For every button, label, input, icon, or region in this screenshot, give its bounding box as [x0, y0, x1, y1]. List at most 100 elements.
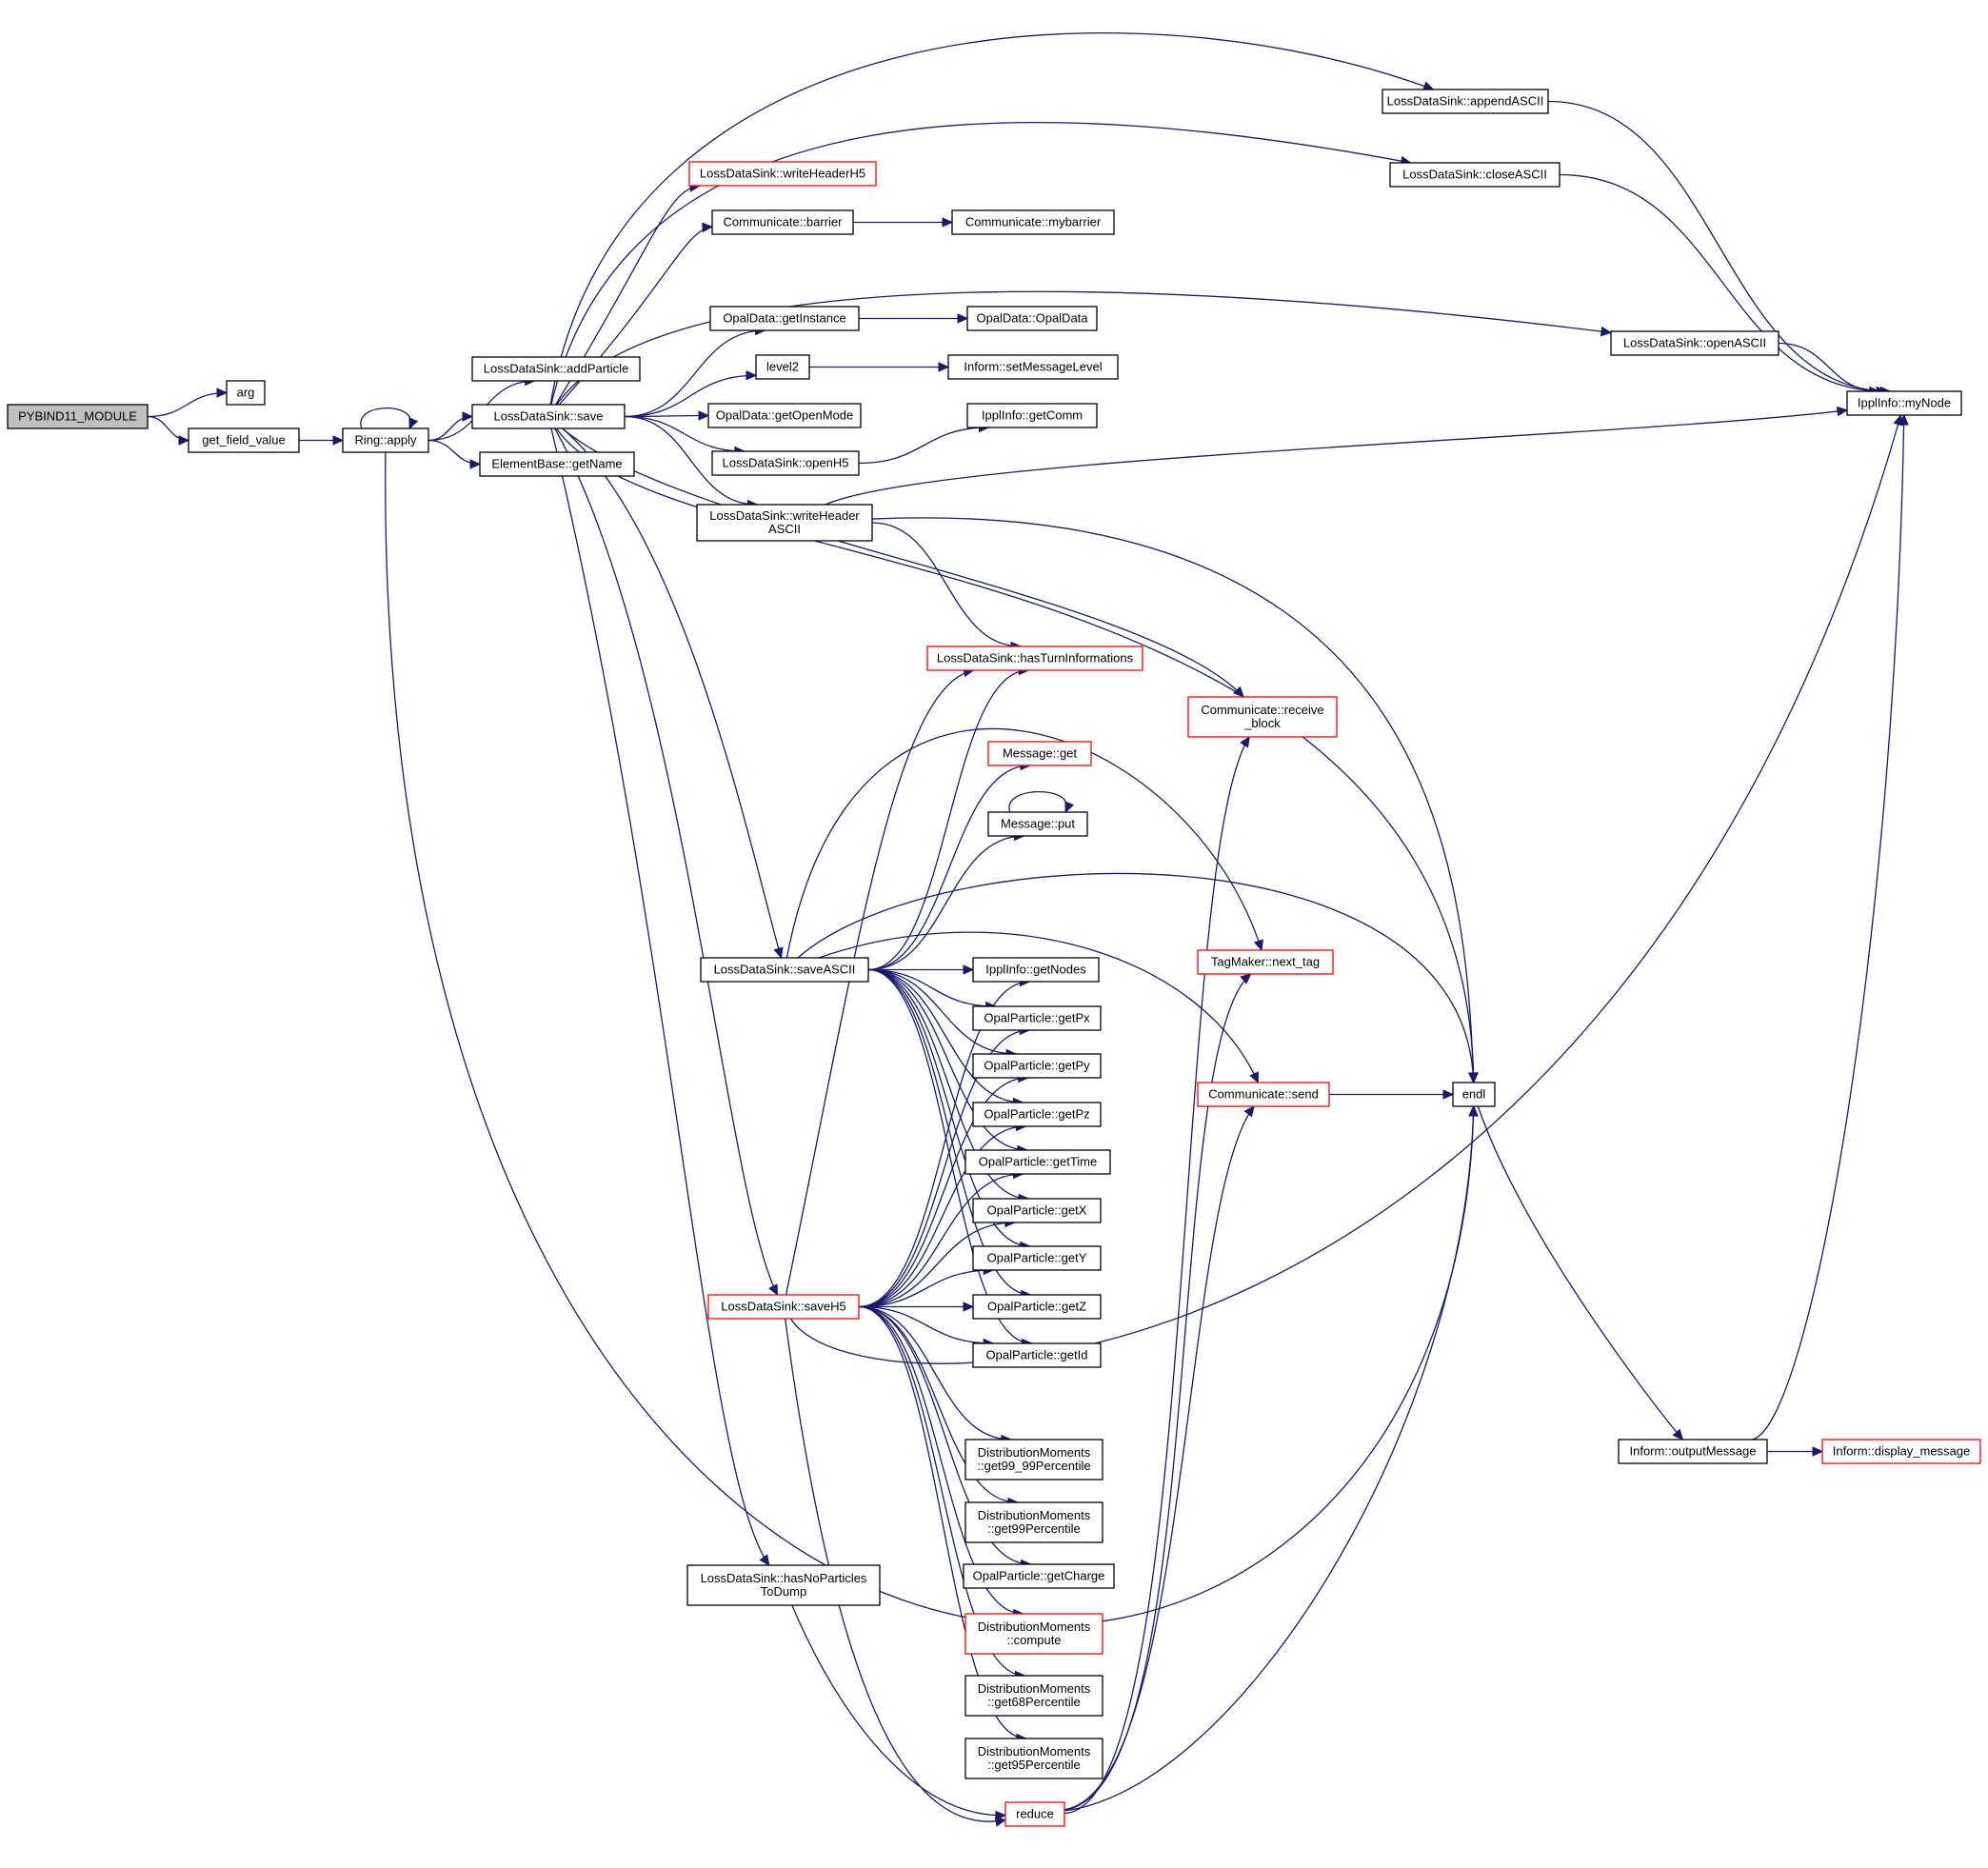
edge-lds_save-to-lds_saveascii	[562, 427, 783, 959]
node-box	[707, 1294, 860, 1320]
edge-lds_saveascii-to-opalparticle_getpz	[867, 968, 1024, 1103]
node-ring_apply[interactable]: Ring::apply	[342, 427, 429, 453]
node-label: DistributionMoments	[978, 1744, 1091, 1759]
node-inform_setmessagelevel[interactable]: Inform::setMessageLevel	[947, 354, 1119, 380]
node-opalparticle_getz[interactable]: OpalParticle::getZ	[972, 1294, 1102, 1320]
node-lds_save[interactable]: LossDataSink::save	[471, 404, 626, 429]
node-opalparticle_gety[interactable]: OpalParticle::getY	[972, 1245, 1102, 1271]
node-opaldata_getinstance[interactable]: OpalData::getInstance	[709, 306, 860, 331]
node-label: Inform::display_message	[1833, 1444, 1971, 1459]
node-communicate_mybarrier[interactable]: Communicate::mybarrier	[951, 209, 1115, 235]
node-label: Communicate::send	[1208, 1087, 1319, 1102]
node-dm_get68percentile[interactable]: DistributionMoments::get68Percentile	[964, 1675, 1103, 1717]
node-label: get_field_value	[202, 433, 285, 447]
edge-lds_appendascii-to-ipplinfo_mynode	[1547, 100, 1891, 392]
node-box	[972, 1053, 1102, 1079]
edge-endl-to-inform_outputmessage-arrowhead	[1672, 1428, 1684, 1441]
node-lds_closeascii[interactable]: LossDataSink::closeASCII	[1389, 162, 1561, 188]
node-get_field_value[interactable]: get_field_value	[188, 427, 300, 453]
node-tagmaker_next_tag[interactable]: TagMaker::next_tag	[1197, 949, 1334, 975]
node-endl[interactable]: endl	[1452, 1082, 1496, 1107]
edge-lds_saveascii-to-tagmaker_next_tag	[785, 727, 1262, 959]
edge-lds_saveh5-to-ipplinfo_mynode	[789, 414, 1902, 1364]
node-box	[972, 957, 1100, 983]
node-inform_display_message[interactable]: Inform::display_message	[1821, 1439, 1981, 1464]
node-opalparticle_getpz[interactable]: OpalParticle::getPz	[972, 1102, 1102, 1127]
edge-communicate_send-to-endl-arrowhead	[1442, 1089, 1455, 1100]
edge-lds_saveh5-to-opalparticle_getz-arrowhead	[963, 1302, 975, 1312]
node-box	[947, 354, 1119, 380]
node-reduce[interactable]: reduce	[1004, 1801, 1065, 1827]
node-label: LossDataSink::openASCII	[1623, 336, 1766, 350]
node-opalparticle_getx[interactable]: OpalParticle::getX	[972, 1198, 1102, 1223]
node-lds_saveascii[interactable]: LossDataSink::saveASCII	[700, 957, 869, 983]
node-communicate_receive_block[interactable]: Communicate::receive_block	[1187, 696, 1338, 738]
node-label: OpalParticle::getPy	[984, 1059, 1090, 1073]
node-elementbase_getname[interactable]: ElementBase::getName	[479, 451, 635, 477]
node-pybind11_module[interactable]: PYBIND11_MODULE	[7, 404, 149, 429]
node-label: DistributionMoments	[978, 1681, 1091, 1696]
node-message_get[interactable]: Message::get	[987, 741, 1092, 766]
edge-message_put-to-message_put-arrowhead	[1064, 801, 1075, 814]
node-label: LossDataSink::hasTurnInformations	[937, 651, 1134, 666]
node-box	[972, 1102, 1102, 1127]
node-box	[688, 161, 877, 187]
node-label: OpalParticle::getPx	[984, 1011, 1090, 1025]
edge-lds_saveascii-to-ipplinfo_getnodes-arrowhead	[963, 964, 975, 975]
node-opalparticle_gettime[interactable]: OpalParticle::getTime	[964, 1149, 1111, 1175]
node-communicate_send[interactable]: Communicate::send	[1197, 1082, 1330, 1107]
node-opaldata_opaldata[interactable]: OpalData::OpalData	[966, 306, 1098, 331]
edge-reduce-to-endl-arrowhead	[1468, 1104, 1479, 1117]
node-dm_get99percentile[interactable]: DistributionMoments::get99Percentile	[964, 1501, 1103, 1543]
edge-pybind11_module-to-get_field_value	[147, 415, 189, 442]
node-lds_saveh5[interactable]: LossDataSink::saveH5	[707, 1294, 860, 1320]
edge-lds_saveascii-to-lds_hasturninformations	[867, 669, 1029, 971]
node-lds_writeheaderh5[interactable]: LossDataSink::writeHeaderH5	[688, 161, 877, 187]
edge-lds_saveh5-to-dm_get99_99percentile	[858, 1305, 1011, 1441]
node-ipplinfo_getcomm[interactable]: IpplInfo::getComm	[966, 403, 1098, 428]
node-dm_compute[interactable]: DistributionMoments::compute	[964, 1613, 1103, 1655]
node-label: Message::get	[1003, 746, 1077, 761]
node-lds_appendascii[interactable]: LossDataSink::appendASCII	[1382, 89, 1549, 114]
node-dm_get99_99percentile[interactable]: DistributionMoments::get99_99Percentile	[964, 1439, 1103, 1480]
node-communicate_barrier[interactable]: Communicate::barrier	[711, 209, 854, 235]
node-label: OpalData::OpalData	[976, 311, 1088, 326]
node-lds_openascii[interactable]: LossDataSink::openASCII	[1610, 330, 1779, 356]
edge-lds_save-to-lds_openascii-arrowhead	[1600, 326, 1613, 337]
node-opalparticle_getcharge[interactable]: OpalParticle::getCharge	[963, 1563, 1115, 1589]
node-message_put[interactable]: Message::put	[987, 811, 1088, 837]
node-inform_outputmessage[interactable]: Inform::outputMessage	[1618, 1439, 1768, 1464]
node-opalparticle_getpy[interactable]: OpalParticle::getPy	[972, 1053, 1102, 1079]
node-box	[926, 646, 1143, 671]
node-level2[interactable]: level2	[755, 354, 810, 380]
edge-ring_apply-to-ring_apply-arrowhead	[408, 417, 419, 430]
node-dm_get95percentile[interactable]: DistributionMoments::get95Percentile	[964, 1738, 1103, 1779]
node-opalparticle_getpx[interactable]: OpalParticle::getPx	[972, 1005, 1102, 1031]
node-label: IpplInfo::getComm	[982, 408, 1083, 423]
node-label: ::compute	[1006, 1633, 1061, 1647]
node-opalparticle_getid[interactable]: OpalParticle::getId	[972, 1342, 1102, 1368]
node-box	[987, 741, 1092, 766]
node-label: OpalParticle::getX	[987, 1203, 1087, 1218]
node-label: LossDataSink::writeHeader	[709, 508, 860, 523]
edge-lds_saveascii-to-opalparticle_getz	[867, 968, 1031, 1296]
node-arg[interactable]: arg	[226, 380, 266, 406]
edge-pybind11_module-to-get_field_value-arrowhead	[178, 435, 190, 446]
node-box	[471, 356, 641, 382]
node-box	[972, 1005, 1102, 1031]
node-box	[964, 1149, 1111, 1175]
edge-lds_closeascii-to-ipplinfo_mynode	[1559, 173, 1887, 392]
node-lds_hasturninformations[interactable]: LossDataSink::hasTurnInformations	[926, 646, 1143, 671]
node-lds_openh5[interactable]: LossDataSink::openH5	[711, 450, 860, 476]
node-lds_addparticle[interactable]: LossDataSink::addParticle	[471, 356, 641, 382]
node-opaldata_getopenmode[interactable]: OpalData::getOpenMode	[707, 403, 862, 428]
node-box	[972, 1198, 1102, 1223]
node-ipplinfo_getnodes[interactable]: IpplInfo::getNodes	[972, 957, 1100, 983]
node-ipplinfo_mynode[interactable]: IpplInfo::myNode	[1846, 390, 1962, 416]
edge-lds_saveascii-to-endl-arrowhead	[1468, 1072, 1479, 1084]
